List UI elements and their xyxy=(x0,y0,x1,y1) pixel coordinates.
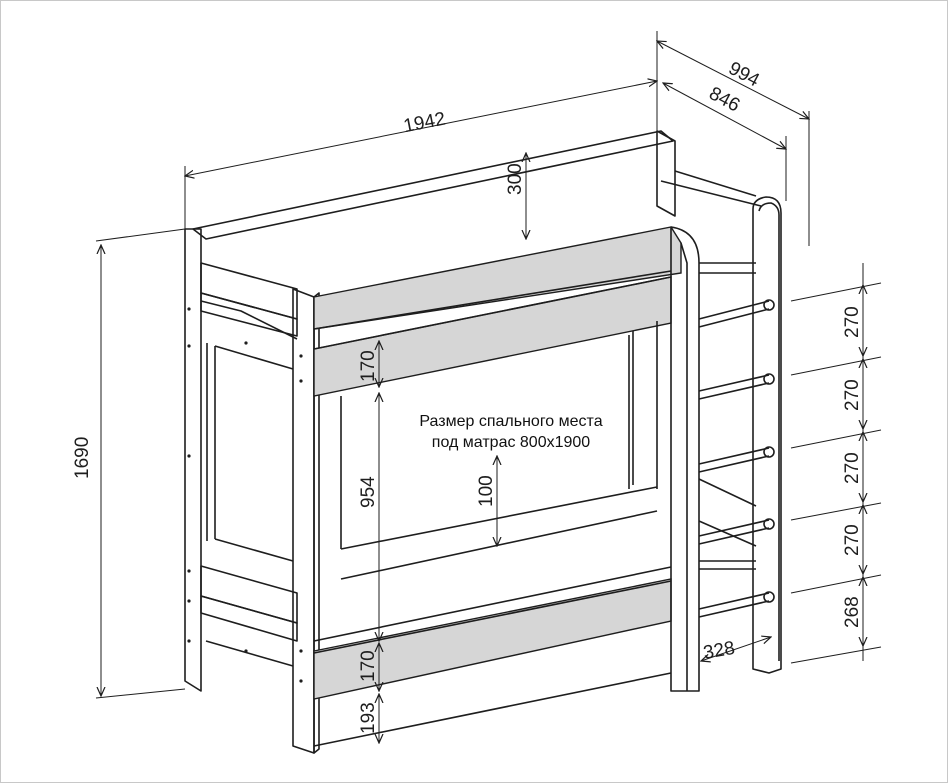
mattress-size-note: Размер спального места под матрас 800х19… xyxy=(381,411,641,453)
dim-floor-gap: 193 xyxy=(358,702,379,734)
dim-length: 1942 xyxy=(402,109,448,138)
dim-step-1: 270 xyxy=(842,306,863,338)
ladder-rungs xyxy=(698,299,775,618)
dim-step-4: 270 xyxy=(842,524,863,556)
note-line-2: под матрас 800х1900 xyxy=(431,434,591,451)
dim-ladder-width: 328 xyxy=(702,638,737,664)
note-line-1: Размер спального места xyxy=(419,413,603,430)
dim-guard-height: 300 xyxy=(505,163,526,195)
bed-frame xyxy=(184,130,782,754)
dim-rail-upper: 170 xyxy=(358,350,379,382)
dim-depth-inner: 846 xyxy=(705,83,743,116)
dim-height-total: 1690 xyxy=(72,437,93,479)
dim-rail-lower: 170 xyxy=(358,650,379,682)
dim-step-3: 270 xyxy=(842,452,863,484)
dim-depth-total: 994 xyxy=(725,58,763,92)
dimension-lines xyxy=(95,31,882,743)
dim-inner-step: 100 xyxy=(476,475,497,507)
dim-clearance: 954 xyxy=(358,476,379,508)
dim-step-5: 268 xyxy=(842,596,863,628)
dim-step-2: 270 xyxy=(842,379,863,411)
